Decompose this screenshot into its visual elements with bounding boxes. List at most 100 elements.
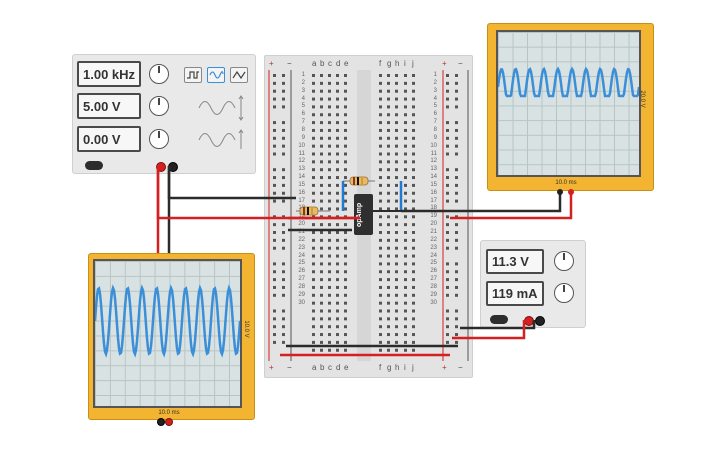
- breadboard-hole[interactable]: [344, 262, 347, 266]
- breadboard-hole[interactable]: [312, 136, 315, 140]
- positive-terminal[interactable]: [156, 162, 166, 172]
- breadboard-hole[interactable]: [412, 121, 415, 125]
- breadboard-hole[interactable]: [379, 293, 382, 297]
- breadboard-hole[interactable]: [404, 74, 407, 77]
- breadboard-hole[interactable]: [395, 199, 398, 203]
- sine-wave-button[interactable]: [207, 67, 225, 83]
- breadboard-hole[interactable]: [446, 144, 449, 148]
- breadboard-hole[interactable]: [412, 231, 415, 234]
- breadboard-hole[interactable]: [446, 199, 449, 203]
- breadboard-hole[interactable]: [336, 152, 339, 156]
- breadboard-hole[interactable]: [328, 136, 331, 140]
- breadboard-hole[interactable]: [312, 207, 315, 211]
- breadboard-hole[interactable]: [312, 223, 315, 227]
- breadboard-hole[interactable]: [273, 74, 276, 77]
- breadboard-hole[interactable]: [412, 144, 415, 148]
- breadboard-hole[interactable]: [455, 199, 458, 203]
- breadboard-hole[interactable]: [320, 128, 323, 132]
- breadboard-hole[interactable]: [282, 128, 285, 132]
- breadboard-hole[interactable]: [404, 340, 407, 344]
- breadboard-hole[interactable]: [395, 333, 398, 337]
- breadboard-hole[interactable]: [320, 144, 323, 148]
- breadboard-hole[interactable]: [395, 168, 398, 172]
- breadboard-hole[interactable]: [412, 301, 415, 305]
- breadboard-hole[interactable]: [395, 128, 398, 132]
- breadboard-hole[interactable]: [404, 199, 407, 203]
- breadboard-hole[interactable]: [404, 223, 407, 227]
- breadboard-hole[interactable]: [320, 246, 323, 250]
- breadboard-hole[interactable]: [312, 215, 315, 219]
- breadboard-hole[interactable]: [446, 121, 449, 125]
- breadboard-hole[interactable]: [404, 254, 407, 258]
- breadboard-hole[interactable]: [379, 207, 382, 211]
- breadboard-hole[interactable]: [312, 325, 315, 329]
- breadboard-hole[interactable]: [273, 231, 276, 234]
- psu-power-toggle[interactable]: [490, 315, 508, 324]
- breadboard-hole[interactable]: [455, 231, 458, 234]
- breadboard-hole[interactable]: [312, 168, 315, 172]
- breadboard-hole[interactable]: [395, 238, 398, 242]
- breadboard-hole[interactable]: [320, 293, 323, 297]
- breadboard-hole[interactable]: [395, 262, 398, 266]
- breadboard-hole[interactable]: [273, 121, 276, 125]
- breadboard-hole[interactable]: [344, 231, 347, 234]
- breadboard-hole[interactable]: [320, 207, 323, 211]
- breadboard-hole[interactable]: [387, 223, 390, 227]
- scope-input-probe-negative[interactable]: [157, 418, 165, 426]
- breadboard-hole[interactable]: [412, 254, 415, 258]
- breadboard-hole[interactable]: [273, 309, 276, 313]
- breadboard-hole[interactable]: [282, 152, 285, 156]
- breadboard-hole[interactable]: [387, 333, 390, 337]
- breadboard-hole[interactable]: [387, 183, 390, 187]
- breadboard-hole[interactable]: [387, 191, 390, 195]
- breadboard-hole[interactable]: [412, 262, 415, 266]
- oscilloscope-output[interactable]: 20.0 V 10.0 ms: [487, 23, 654, 191]
- breadboard-hole[interactable]: [387, 144, 390, 148]
- breadboard-hole[interactable]: [412, 183, 415, 187]
- breadboard-hole[interactable]: [412, 168, 415, 172]
- breadboard-hole[interactable]: [395, 340, 398, 344]
- breadboard-hole[interactable]: [312, 74, 315, 77]
- breadboard-hole[interactable]: [395, 309, 398, 313]
- breadboard-hole[interactable]: [344, 325, 347, 329]
- breadboard-hole[interactable]: [404, 81, 407, 85]
- breadboard-hole[interactable]: [344, 144, 347, 148]
- breadboard-hole[interactable]: [282, 89, 285, 93]
- breadboard-hole[interactable]: [395, 231, 398, 234]
- breadboard-hole[interactable]: [282, 238, 285, 242]
- breadboard-hole[interactable]: [387, 81, 390, 85]
- triangle-wave-button[interactable]: [230, 67, 248, 83]
- breadboard-hole[interactable]: [395, 278, 398, 282]
- breadboard-hole[interactable]: [320, 191, 323, 195]
- breadboard-hole[interactable]: [344, 136, 347, 140]
- breadboard-hole[interactable]: [328, 340, 331, 344]
- breadboard-hole[interactable]: [344, 97, 347, 101]
- breadboard-hole[interactable]: [379, 105, 382, 109]
- breadboard-hole[interactable]: [404, 348, 407, 352]
- breadboard-hole[interactable]: [312, 301, 315, 305]
- breadboard-hole[interactable]: [336, 215, 339, 219]
- breadboard-hole[interactable]: [336, 97, 339, 101]
- breadboard-hole[interactable]: [320, 262, 323, 266]
- breadboard-hole[interactable]: [446, 309, 449, 313]
- breadboard-hole[interactable]: [336, 160, 339, 164]
- breadboard-hole[interactable]: [455, 191, 458, 195]
- breadboard-hole[interactable]: [273, 89, 276, 93]
- breadboard-hole[interactable]: [328, 128, 331, 132]
- breadboard-hole[interactable]: [379, 97, 382, 101]
- breadboard-hole[interactable]: [320, 89, 323, 93]
- breadboard-hole[interactable]: [344, 348, 347, 352]
- breadboard-hole[interactable]: [395, 246, 398, 250]
- breadboard-hole[interactable]: [379, 152, 382, 156]
- breadboard-hole[interactable]: [404, 278, 407, 282]
- breadboard-hole[interactable]: [395, 152, 398, 156]
- breadboard-hole[interactable]: [404, 136, 407, 140]
- breadboard-hole[interactable]: [387, 207, 390, 211]
- breadboard-hole[interactable]: [404, 176, 407, 180]
- opamp-chip[interactable]: opAmp: [354, 194, 373, 235]
- breadboard-hole[interactable]: [282, 223, 285, 227]
- breadboard-hole[interactable]: [320, 74, 323, 77]
- breadboard-hole[interactable]: [328, 89, 331, 93]
- breadboard-hole[interactable]: [273, 262, 276, 266]
- breadboard-hole[interactable]: [379, 246, 382, 250]
